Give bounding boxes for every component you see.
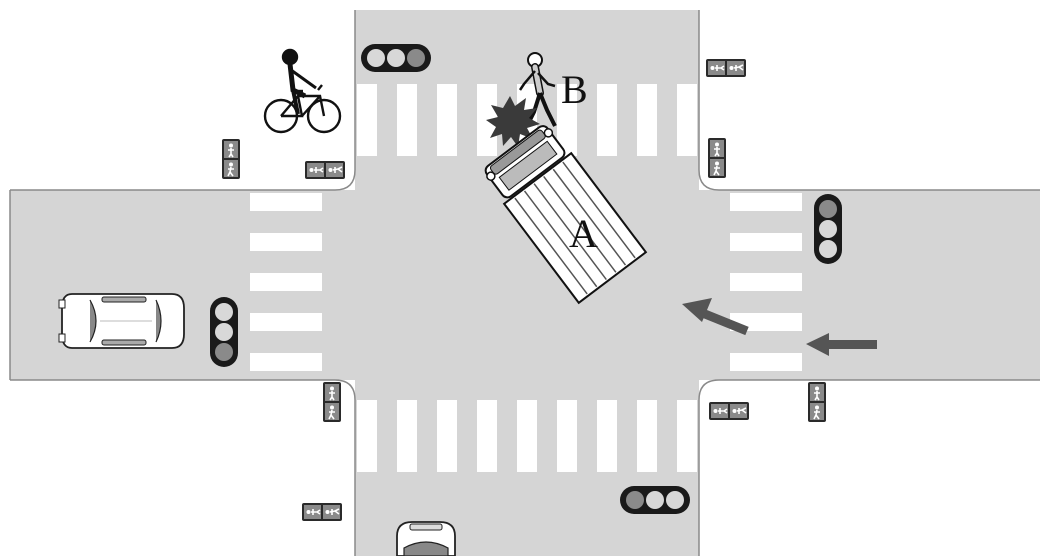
arrow-left-icon <box>806 333 877 356</box>
car <box>58 293 185 349</box>
car <box>396 521 456 556</box>
pedestrian-signal-icon <box>301 502 343 522</box>
traffic-light-icon <box>361 44 431 72</box>
pedestrian-icon <box>518 52 557 127</box>
traffic-light-icon <box>620 486 690 514</box>
pedestrian-signal-icon <box>322 381 342 423</box>
pedestrian-signal-icon <box>221 138 241 180</box>
pedestrian-signal-icon <box>807 381 827 423</box>
vehicle-label-a: A <box>569 211 598 256</box>
crosswalk-south <box>357 400 697 472</box>
pedestrian-signal-icon <box>707 137 727 179</box>
crosswalk-west <box>250 193 322 371</box>
crosswalk-east <box>730 193 802 371</box>
pedestrian-label-b: B <box>561 67 588 112</box>
traffic-light-icon <box>210 297 238 367</box>
pedestrian-signal-icon <box>705 58 747 78</box>
cyclist-icon <box>263 48 342 134</box>
traffic-light-icon <box>814 194 842 264</box>
truck <box>484 125 648 305</box>
pedestrian-signal-icon <box>708 401 750 421</box>
pedestrian-signal-icon <box>304 160 346 180</box>
arrow-up-left-icon <box>682 298 749 336</box>
crosswalk-north <box>357 84 697 156</box>
collision-burst-icon <box>486 96 540 147</box>
